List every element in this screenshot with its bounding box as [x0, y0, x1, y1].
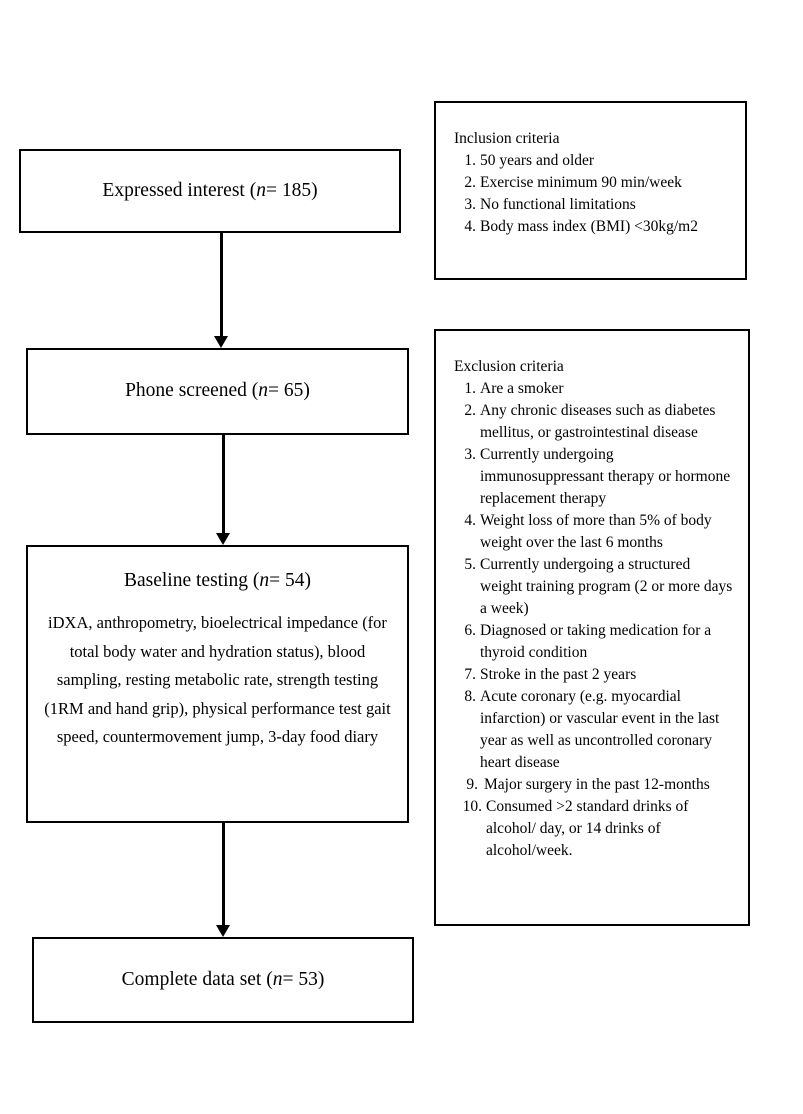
flow-box-title: Phone screened (n= 65) [125, 379, 310, 403]
list-item-text: Acute coronary (e.g. myocardial infarcti… [480, 688, 720, 772]
list-item-number: 10. [462, 798, 482, 816]
list-item-number: 4. [464, 218, 476, 236]
exclusion-criteria-list: 1.Are a smoker 2.Any chronic diseases su… [454, 378, 734, 862]
flow-title-n-italic: n [259, 570, 270, 591]
list-item: 1.50 years and older [454, 150, 731, 172]
list-item-text: Exercise minimum 90 min/week [480, 174, 682, 192]
list-item: 10.Consumed >2 standard drinks of alcoho… [454, 796, 734, 862]
list-item-text: Consumed >2 standard drinks of alcohol/ … [486, 798, 689, 860]
arrow-shaft [221, 823, 225, 925]
flow-title-n-italic: n [272, 968, 283, 990]
list-item-text: Diagnosed or taking medication for a thy… [480, 622, 712, 662]
arrow-phone-screened-to-baseline-testing [216, 435, 230, 545]
flow-box-baseline-testing: Baseline testing (n= 54) iDXA, anthropom… [26, 545, 409, 823]
list-item-text: Currently undergoing immunosuppressant t… [480, 446, 731, 508]
list-item: 4.Weight loss of more than 5% of body we… [454, 510, 734, 554]
list-item-number: 9. [466, 776, 478, 794]
list-item-text: Body mass index (BMI) <30kg/m2 [480, 218, 698, 236]
list-item-text: Stroke in the past 2 years [480, 666, 637, 684]
list-item-number: 4. [464, 512, 476, 530]
list-item-text: 50 years and older [480, 152, 595, 170]
list-item: 1.Are a smoker [454, 378, 734, 400]
list-item-text: Any chronic diseases such as diabetes me… [480, 402, 716, 442]
list-item: 2.Any chronic diseases such as diabetes … [454, 400, 734, 444]
arrow-shaft [219, 233, 223, 336]
flow-box-detail-text: iDXA, anthropometry, bioelectrical imped… [44, 613, 391, 746]
list-item: 3.No functional limitations [454, 194, 731, 216]
list-item-number: 6. [464, 622, 476, 640]
list-item: 9. Major surgery in the past 12-months [454, 774, 734, 796]
list-item-text: Are a smoker [480, 380, 564, 398]
arrow-shaft [221, 435, 225, 533]
list-item: 8.Acute coronary (e.g. myocardial infarc… [454, 686, 734, 774]
flow-title-suffix: = 54) [269, 570, 311, 591]
list-item-number: 2. [464, 174, 476, 192]
flow-box-phone-screened: Phone screened (n= 65) [26, 348, 409, 435]
inclusion-criteria-list: 1.50 years and older 2.Exercise minimum … [454, 150, 731, 238]
flow-title-suffix: = 65) [268, 380, 310, 402]
flow-box-complete-data-set: Complete data set (n= 53) [32, 937, 414, 1023]
flow-title-suffix: = 185) [265, 179, 318, 201]
inclusion-criteria-panel: Inclusion criteria 1.50 years and older … [434, 101, 747, 280]
inclusion-criteria-heading: Inclusion criteria [454, 130, 560, 147]
list-item-number: 3. [464, 196, 476, 214]
list-item: 2.Exercise minimum 90 min/week [454, 172, 731, 194]
list-item-number: 1. [464, 380, 476, 398]
arrow-head-icon [216, 533, 230, 545]
flow-title-prefix: Expressed interest ( [102, 179, 257, 201]
flow-title-prefix: Complete data set ( [121, 968, 273, 990]
list-item: 6.Diagnosed or taking medication for a t… [454, 620, 734, 664]
list-item: 4.Body mass index (BMI) <30kg/m2 [454, 216, 731, 238]
list-item-number: 8. [464, 688, 476, 706]
list-item: 5.Currently undergoing a structured weig… [454, 554, 734, 620]
flow-title-prefix: Phone screened ( [125, 380, 259, 402]
arrow-expressed-interest-to-phone-screened [214, 233, 228, 348]
arrow-head-icon [216, 925, 230, 937]
list-item-text: Major surgery in the past 12-months [484, 776, 710, 794]
flow-box-title: Baseline testing (n= 54) [124, 569, 311, 593]
list-item-number: 3. [464, 446, 476, 464]
list-item-text: Currently undergoing a structured weight… [480, 556, 733, 618]
list-item-number: 5. [464, 556, 476, 574]
exclusion-criteria-panel: Exclusion criteria 1.Are a smoker 2.Any … [434, 329, 750, 926]
list-item-number: 2. [464, 402, 476, 420]
list-item: 3.Currently undergoing immunosuppressant… [454, 444, 734, 510]
flow-box-title: Expressed interest (n= 185) [102, 179, 317, 203]
arrow-baseline-testing-to-complete-data-set [216, 823, 230, 937]
list-item-number: 1. [464, 152, 476, 170]
flow-box-title: Complete data set (n= 53) [122, 968, 325, 992]
list-item-text: Weight loss of more than 5% of body weig… [480, 512, 712, 552]
flow-box-expressed-interest: Expressed interest (n= 185) [19, 149, 401, 233]
list-item: 7.Stroke in the past 2 years [454, 664, 734, 686]
flow-title-suffix: = 53) [282, 968, 325, 990]
list-item-text: No functional limitations [480, 196, 636, 214]
arrow-head-icon [214, 336, 228, 348]
flow-title-prefix: Baseline testing ( [123, 570, 260, 591]
flow-title-n-italic: n [258, 380, 269, 402]
flow-title-n-italic: n [256, 179, 266, 201]
list-item-number: 7. [464, 666, 476, 684]
exclusion-criteria-heading: Exclusion criteria [454, 358, 564, 375]
